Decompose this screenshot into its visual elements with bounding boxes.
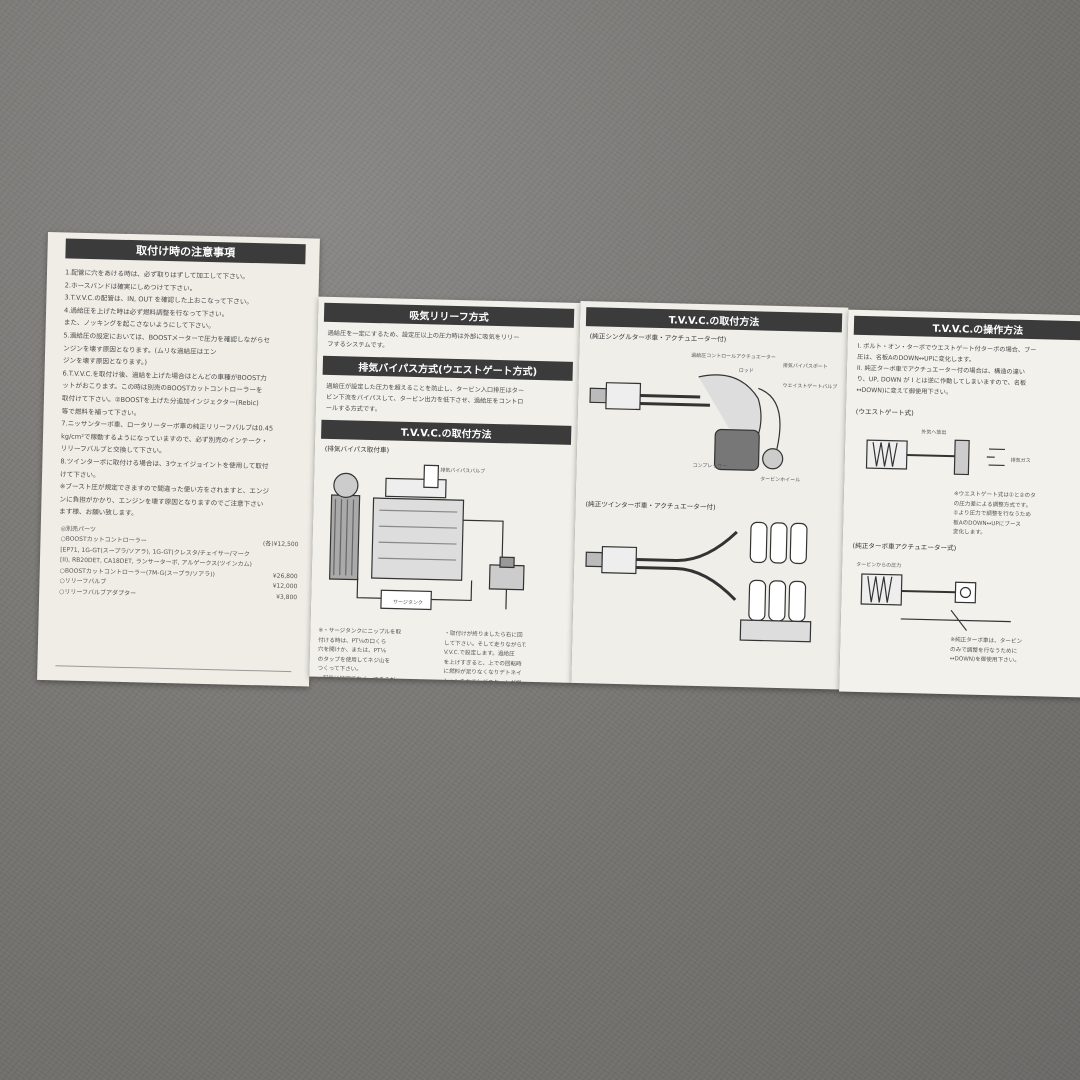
actuator-diagram: タービンからの圧力 (856, 561, 1011, 631)
parts-list: ◎別売パーツ○BOOSTカットコントローラー(各)¥12,500[EP71, 1… (39, 518, 313, 604)
panel-mounting-diagrams: T.V.V.C.の取付方法 (純正シングルターボ車・アクチュエーター付) 過給圧… (571, 301, 849, 690)
bypass-valve-label: 排気バイパスバルブ (440, 467, 485, 475)
surge-tank-label: サージタンク (393, 599, 423, 607)
panel4-notes2: ※純正ターボ車は、タービン のみで調整を行なうために ↔DOWN)を御使用下さい… (840, 633, 1080, 668)
exhaust-label: 排気ガス (1011, 457, 1031, 464)
note-line: ↔DOWN)を御使用下さい。 (949, 656, 1020, 665)
brochure: 取付け時の注意事項 1.配管に穴をあける時は、必ず取りはずして加工して下さい。2… (37, 232, 1080, 729)
engine-bypass-diagram: サージタンク 排気バイパスバルブ (328, 464, 525, 611)
divider (55, 665, 292, 673)
pressure-label: タービンからの圧力 (856, 561, 901, 569)
part-price: ¥12,000 (272, 582, 298, 591)
compressor-label: コンプレッサー (692, 463, 727, 470)
panel-relief-methods: 吸気リリーフ方式 過給圧を一定にするため、設定圧以上の圧力時は外部に吸気をリリー… (309, 296, 581, 683)
actuator-label: 過給圧コントロールアクチュエーター (691, 352, 776, 361)
part-price: ¥3,800 (276, 593, 298, 602)
turbine-wheel-label: タービンホイール (760, 475, 800, 483)
wastegate-diagram: 外気へ放出 排気ガス (865, 428, 1031, 476)
bypass-port-label: 排気バイパスポート (783, 362, 828, 370)
panel4-text: I. ボルト・オン・ターボでウエストゲート付ターボの場合、ブー 圧は、名板AのD… (846, 335, 1080, 408)
panel-installation-notes: 取付け時の注意事項 1.配管に穴をあける時は、必ず取りはずして加工して下さい。2… (37, 232, 320, 687)
panel-operation: T.V.V.C.の操作方法 I. ボルト・オン・ターボでウエストゲート付ターボの… (839, 309, 1080, 698)
wastegate-valve-label: ウエイストゲートバルブ (782, 382, 837, 390)
panel4-notes1: ※ウエストゲート式は①と②のタ の圧力差による調整方式です。 ①より圧力で調整を… (843, 488, 1080, 542)
panel2-notes-left: ※・サージタンクにニップルを取 付ける時は、PT⅛の口くら 穴を開けか、または、… (316, 627, 438, 683)
twin-turbo-diagram (585, 521, 812, 643)
atmos-label: 外気へ放出 (921, 428, 946, 436)
panel1-text: 1.配管に穴をあける時は、必ず取りはずして加工して下さい。2.ホースバンドは確実… (41, 258, 319, 524)
single-turbo-diagram: 過給圧コントロールアクチュエーター ロッド 排気バイパスポート ウエイストゲート… (589, 352, 837, 483)
part-price: ¥26,800 (272, 572, 298, 581)
panel2-text2: 過給圧が設定した圧力を超えることを防止し、タービン入口排圧はタービン下流をバイパ… (315, 375, 578, 426)
panel2-notes-right: ・取付けが終りましたら右に回 して下さい。そして走りながらT. V.V.C.で設… (442, 630, 564, 683)
rod-label: ロッド (739, 368, 754, 374)
